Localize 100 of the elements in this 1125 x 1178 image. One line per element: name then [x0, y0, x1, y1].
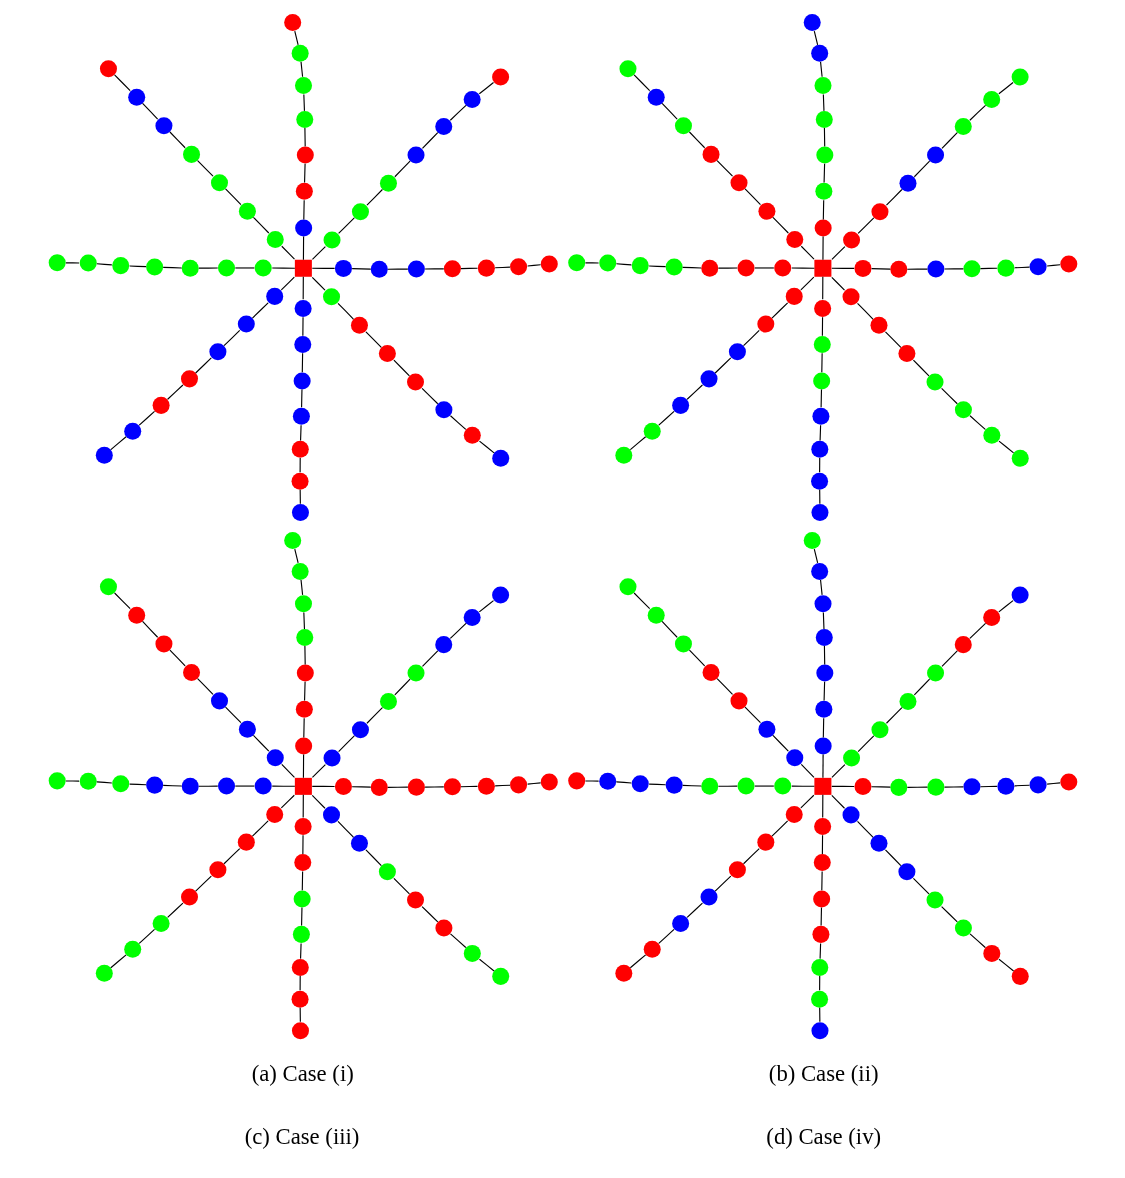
node-circle [1059, 773, 1077, 791]
node-circle [406, 373, 424, 391]
connector [109, 954, 127, 969]
node-circle [647, 88, 665, 106]
connector [311, 267, 335, 269]
connector [819, 579, 823, 596]
node-circle [509, 776, 527, 794]
connector [311, 246, 326, 260]
node-circle [292, 925, 310, 943]
connector [162, 266, 182, 269]
connector [615, 263, 632, 266]
connector [95, 781, 112, 784]
node-circle [152, 396, 170, 414]
node-circle [443, 260, 461, 278]
node-circle [1011, 967, 1029, 985]
node-circle [737, 777, 755, 795]
connector [633, 74, 650, 92]
node-circle [954, 118, 972, 136]
node-circle [48, 772, 66, 790]
connector [820, 352, 823, 373]
node-circle [95, 446, 113, 464]
node-circle [814, 700, 832, 718]
node-circle [463, 609, 481, 626]
connector [421, 650, 438, 668]
node-circle [434, 401, 452, 419]
connector [717, 785, 738, 787]
node-circle [477, 777, 495, 795]
node-circle [291, 562, 309, 580]
connector [717, 267, 738, 269]
connector [303, 645, 306, 666]
connector [856, 820, 873, 838]
connector [302, 276, 304, 300]
node-circle [598, 772, 616, 790]
node-circle [815, 629, 833, 647]
connector [997, 440, 1014, 454]
connector [224, 188, 241, 206]
node-circle [180, 888, 198, 906]
node-circle [123, 422, 141, 440]
connector [293, 30, 299, 46]
node-circle [812, 890, 830, 908]
connector [885, 707, 902, 724]
connector [830, 794, 845, 809]
connector [584, 262, 599, 264]
connector [302, 235, 304, 261]
node-circle [540, 255, 558, 273]
node-circle [810, 562, 828, 580]
connector [823, 163, 825, 183]
connector [997, 600, 1014, 613]
connector [943, 268, 964, 270]
node-circle [1029, 258, 1047, 276]
connector [311, 794, 326, 809]
connector [830, 785, 855, 788]
connector [870, 786, 891, 788]
node-circle [334, 778, 352, 795]
connector [196, 160, 214, 177]
connector [968, 415, 986, 430]
connector [820, 870, 823, 891]
node-circle [293, 335, 311, 353]
node-circle [323, 231, 341, 249]
connector [1046, 782, 1061, 785]
connector [657, 928, 675, 944]
node-circle [254, 777, 272, 795]
connector [633, 592, 650, 610]
label: (d) Case (iv) [765, 1123, 881, 1149]
connector [168, 649, 186, 667]
node-circle [982, 426, 1000, 444]
connector [716, 160, 733, 177]
node-circle [954, 636, 972, 654]
node-box [813, 777, 831, 795]
connector [688, 131, 705, 149]
node-circle [379, 692, 397, 710]
connector [449, 415, 466, 430]
node-circle [814, 77, 832, 95]
connector [302, 612, 305, 630]
connector [138, 928, 155, 944]
node-circle [434, 118, 452, 136]
node-circle [730, 692, 748, 710]
node-circle [291, 990, 309, 1008]
node-circle [217, 777, 235, 795]
node-circle [889, 778, 907, 796]
node-circle [293, 854, 311, 872]
node-circle [295, 700, 313, 718]
node-circle [982, 944, 1000, 962]
node-circle [926, 373, 944, 391]
node-circle [111, 775, 129, 793]
node-circle [926, 778, 944, 796]
connector [770, 302, 788, 319]
connector [661, 102, 678, 120]
connector [299, 457, 301, 473]
node-circle [291, 472, 309, 490]
node-circle [145, 776, 163, 794]
connector [830, 276, 845, 291]
node-circle [700, 259, 718, 277]
connector [870, 268, 891, 270]
node-circle [647, 606, 665, 624]
node-circle [334, 259, 352, 277]
node-circle [674, 117, 692, 135]
connector [449, 104, 467, 121]
node-circle [814, 219, 832, 237]
connector [821, 834, 823, 855]
